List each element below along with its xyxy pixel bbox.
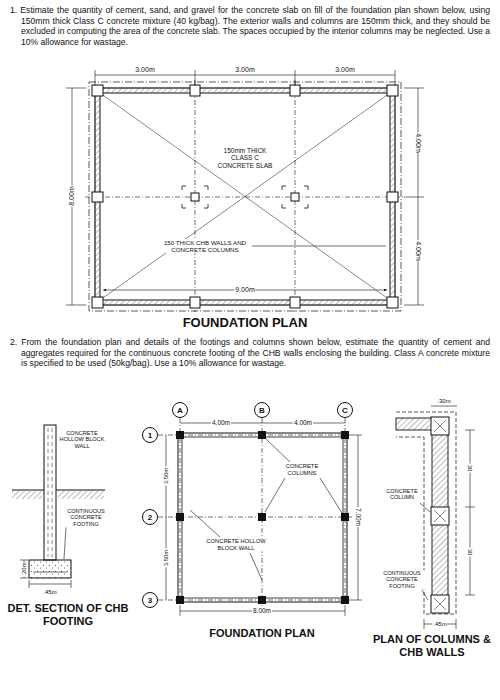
figure-caption: DET. SECTION OF CHB FOOTING (6, 602, 130, 627)
dimension-label: 30 (467, 464, 474, 473)
grid-mark: C (342, 406, 348, 415)
figure-caption: FOUNDATION PLAN (209, 627, 315, 640)
callout-note: CONCRETE HOLLOW BLOCK WALL (204, 538, 268, 551)
grid-mark: A (177, 406, 183, 415)
callout-note: 150 THICK CHB WALLS AND CONCRETE COLUMNS (158, 239, 252, 253)
dimension-label: 4.00m (293, 419, 313, 426)
chb-footing-section (12, 425, 105, 588)
callout-note: CONTINUOUS CONCRETE FOOTING (63, 508, 109, 527)
grid-bubble: C (337, 402, 353, 418)
callout-note: 150mm THICK CLASS C CONCRETE SLAB (213, 147, 277, 169)
column-wall-plan (396, 406, 475, 629)
dimension-label: 4.00m (414, 240, 422, 261)
grid-mark: 2 (148, 513, 152, 522)
dimension-label: 4.00m (211, 419, 231, 426)
figure-caption: FOUNDATION PLAN (183, 316, 308, 331)
dimension-label: .45m (432, 621, 447, 628)
grid-bubble: B (254, 402, 270, 418)
callout-note: CONCRETE COLUMNS (275, 463, 329, 476)
grid-mark: 1 (148, 431, 152, 440)
figure-caption: PLAN OF COLUMNS & CHB WALLS (370, 633, 494, 658)
dimension-label: 7.00m (354, 507, 361, 527)
grid-mark: 3 (148, 596, 152, 605)
plan-one (66, 70, 424, 312)
callout-note: CONCRETE HOLLOW BLOCK WALL (58, 430, 106, 449)
dimension-label: 3.50m (163, 549, 170, 568)
dimension-label: 3.00m (134, 66, 155, 74)
dimension-label: .45m (42, 589, 57, 596)
grid-bubble: 2 (142, 509, 158, 525)
dimension-label: 3.00m (334, 66, 355, 74)
callout-note: CONCRETE COLUMN (382, 488, 422, 501)
dimension-label: 30 (467, 548, 474, 557)
dimension-label: 8.00m (68, 185, 76, 206)
dimension-label: 3.50m (163, 467, 170, 486)
grid-bubble: A (172, 402, 188, 418)
dimension-label: 8.00m (252, 607, 272, 614)
dimension-label: 9.00m (234, 286, 255, 294)
grid-bubble: 3 (142, 592, 158, 608)
dimension-label: .30m (436, 398, 451, 405)
grid-bubble: 1 (142, 427, 158, 443)
dimension-label: 4.00m (414, 132, 422, 153)
problem-text: 2. From the foundation plan and details … (10, 337, 490, 369)
callout-note: CONTINUOUS CONCRETE FOOTING (379, 570, 425, 589)
problem-text: 1. Estimate the quantity of cement, sand… (10, 5, 490, 48)
plan-two (158, 418, 362, 616)
dimension-label: 3.00m (234, 66, 255, 74)
grid-mark: B (259, 406, 265, 415)
dimension-label: .20m (21, 561, 28, 576)
